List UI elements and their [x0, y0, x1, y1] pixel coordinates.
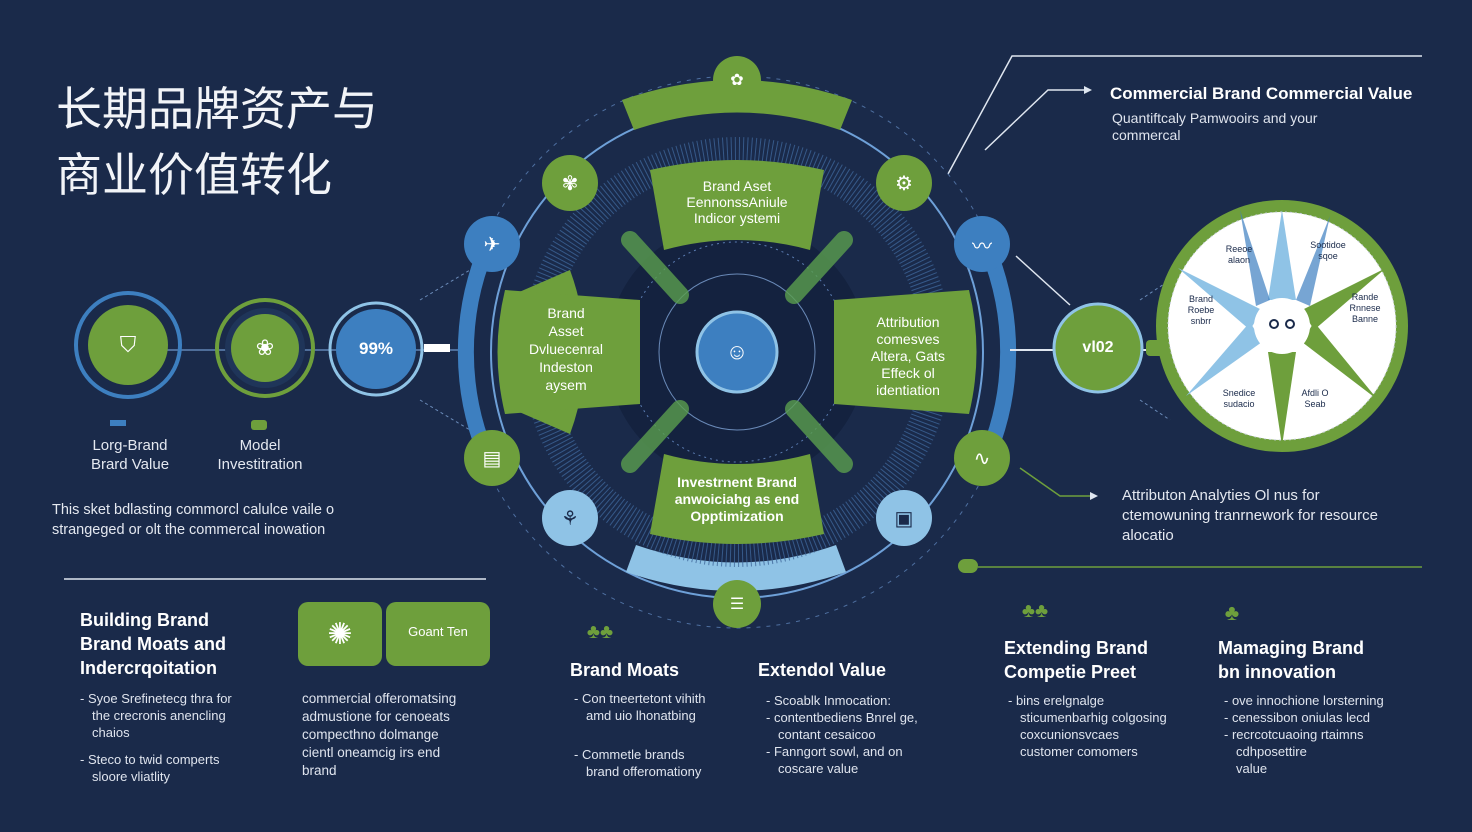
- col6-title: Mamaging Brand bn innovation: [1218, 638, 1365, 682]
- list-item: contentbediens Bnrel ge, contant cesaico…: [774, 709, 978, 743]
- col2-text: commercial offeromatsing admustione for …: [302, 691, 457, 778]
- list-item: bins erelgnalge sticumenbarhig colgosing…: [1016, 692, 1220, 760]
- wheel-label: Afdli O Seab: [1301, 388, 1329, 409]
- flow-node-3-value: 99%: [358, 339, 394, 358]
- clover-icon: ♣♣: [586, 620, 614, 643]
- list-item: Syoe Srefinetecg thra for the crecronis …: [88, 690, 292, 741]
- petal-left-text: Brand Asset Dvluecenral Indeston aysem: [529, 305, 603, 393]
- title-line-2: 商业价值转化: [56, 148, 332, 202]
- flow-node-right: [1052, 302, 1144, 394]
- flow-label-2: Model Investitration: [217, 437, 303, 473]
- chart-icon: 〰: [972, 235, 992, 258]
- petal-left: [497, 290, 640, 414]
- flow-label-1: Lorg-Brand Brard Value: [90, 437, 170, 473]
- list-item: ove innochione lorsterning: [1232, 692, 1456, 709]
- col5-title: Extending Brand Competie Preet: [1004, 638, 1149, 682]
- petal-bottom-text: Investrnent Brand anwoiciahg as end Oppt…: [674, 474, 800, 524]
- flow-node-1: [88, 305, 168, 385]
- connector-line: [947, 55, 1422, 175]
- col4-title: Extendol Value: [758, 660, 887, 680]
- person-icon: ☺: [725, 339, 749, 364]
- list-item: Steco to twid comperts sloore vliatlity: [88, 751, 292, 785]
- lion-icon: ✺: [327, 617, 353, 651]
- clover-icon: ♣: [1224, 600, 1240, 625]
- clover-icon: ♣♣: [1021, 599, 1049, 622]
- wheel-label: Snedice sudacio: [1222, 388, 1256, 409]
- list-item: Scoablk Inmocation:: [774, 692, 978, 709]
- left-description: This sket bdlasting commorcl calulce vai…: [52, 502, 335, 538]
- list-item: recrcotcuaoing rtaimns cdhposettire valu…: [1232, 726, 1456, 777]
- network-icon: ⚘: [561, 507, 579, 530]
- wheel-label: Brand Roebe snbrr: [1187, 294, 1215, 326]
- plane-icon: ✈: [483, 233, 501, 256]
- connector-line: [984, 89, 1084, 151]
- badge-icon-box: [298, 602, 382, 666]
- col5-bullets: bins erelgnalge sticumenbarhig colgosing…: [1008, 692, 1220, 770]
- list-item: Commetle brands brand offeromationy: [582, 746, 766, 780]
- flow-node-3: [336, 309, 416, 389]
- col6-bullets: ove innochione lorsterning cenessibon on…: [1224, 692, 1456, 787]
- bottom-arc-banner: [626, 545, 846, 591]
- wheel-label: Rande Rnnese Banne: [1349, 292, 1381, 324]
- badge-text-box: [386, 602, 490, 666]
- petal-top-text: Brand Aset EennonssAniule Indicor ystemi: [686, 178, 788, 226]
- lotus-icon: ❀: [255, 335, 275, 360]
- list-item: cenessibon oniulas lecd: [1232, 709, 1456, 726]
- wheel-label: Reeoe alaon: [1225, 244, 1253, 265]
- list-item: Con tneertetont vihith amd uio lhonatbin…: [582, 690, 766, 724]
- col3-bullets: Con tneertetont vihith amd uio lhonatbin…: [574, 690, 766, 790]
- badge-label: Goant Ten: [408, 624, 468, 639]
- list-icon: ☰: [729, 596, 745, 613]
- petal-top: [650, 160, 824, 250]
- leaf-icon: ✿: [730, 72, 744, 89]
- list-item: Fanngort sowl, and on coscare value: [774, 743, 978, 777]
- attribution-text: Attributon Analyties Ol nus for ctemowun…: [1122, 487, 1378, 544]
- sprout-icon: ✾: [561, 172, 579, 195]
- monitor-icon: ▣: [894, 507, 914, 530]
- title-line-1: 长期品牌资产与: [56, 82, 378, 136]
- petal-right: [834, 290, 977, 414]
- col1-bullets: Syoe Srefinetecg thra for the crecronis …: [80, 690, 292, 795]
- col4-bullets: Scoablk Inmocation: contentbediens Bnrel…: [766, 692, 978, 787]
- petal-right-text: Attribution comesves Altera, Gats Effeck…: [871, 314, 945, 398]
- shield-icon: ⛉: [119, 332, 137, 357]
- document-icon: ▤: [482, 447, 502, 470]
- wave-icon: ∿: [973, 447, 991, 470]
- right-top-desc: Quantiftcaly Pamwooirs and your commerca…: [1112, 110, 1318, 143]
- center-hub: [695, 310, 779, 394]
- top-arc-banner: [622, 80, 852, 130]
- right-top-title: Commercial Brand Commercial Value: [1110, 84, 1413, 103]
- col3-title: Brand Moats: [570, 660, 680, 680]
- petal-bottom: [650, 454, 824, 544]
- gear-icon: ⚙: [895, 172, 913, 195]
- col1-title: Building Brand Brand Moats and Indercrqo…: [80, 610, 227, 678]
- page-title: 长期品牌资产与 商业价值转化: [56, 76, 378, 208]
- wheel-label: Sootidoe sqoe: [1310, 240, 1346, 261]
- flow-node-right-value: vl02: [1082, 339, 1114, 356]
